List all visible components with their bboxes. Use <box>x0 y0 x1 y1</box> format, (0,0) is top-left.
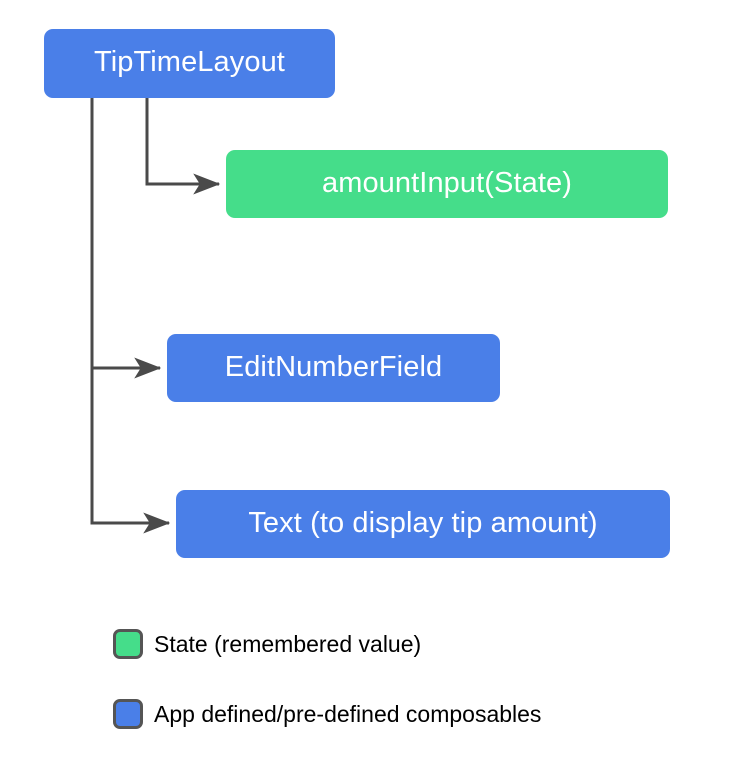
legend-item-state: State (remembered value) <box>113 620 541 668</box>
edge-root-to-editnumberfield <box>90 98 162 379</box>
node-text-tip-amount-label: Text (to display tip amount) <box>248 506 598 539</box>
node-editnumberfield-label: EditNumberField <box>224 350 443 383</box>
legend-label-state: State (remembered value) <box>154 630 422 657</box>
edge-root-to-text <box>90 368 171 534</box>
node-text-tip-amount[interactable]: Text (to display tip amount) <box>176 490 670 558</box>
legend-swatch-state-icon <box>113 629 143 659</box>
node-amountinput-state[interactable]: amountInput(State) <box>226 150 668 218</box>
node-editnumberfield[interactable]: EditNumberField <box>167 334 500 402</box>
legend-swatch-composables-icon <box>113 699 143 729</box>
edge-root-to-state <box>145 98 221 195</box>
node-tiptimelayout-label: TipTimeLayout <box>94 46 285 78</box>
legend: State (remembered value) App defined/pre… <box>113 620 541 738</box>
legend-item-composables: App defined/pre-defined composables <box>113 690 541 738</box>
legend-label-composables: App defined/pre-defined composables <box>154 700 542 727</box>
node-amountinput-state-label: amountInput(State) <box>321 166 573 199</box>
node-tiptimelayout[interactable]: TipTimeLayout <box>44 29 335 98</box>
